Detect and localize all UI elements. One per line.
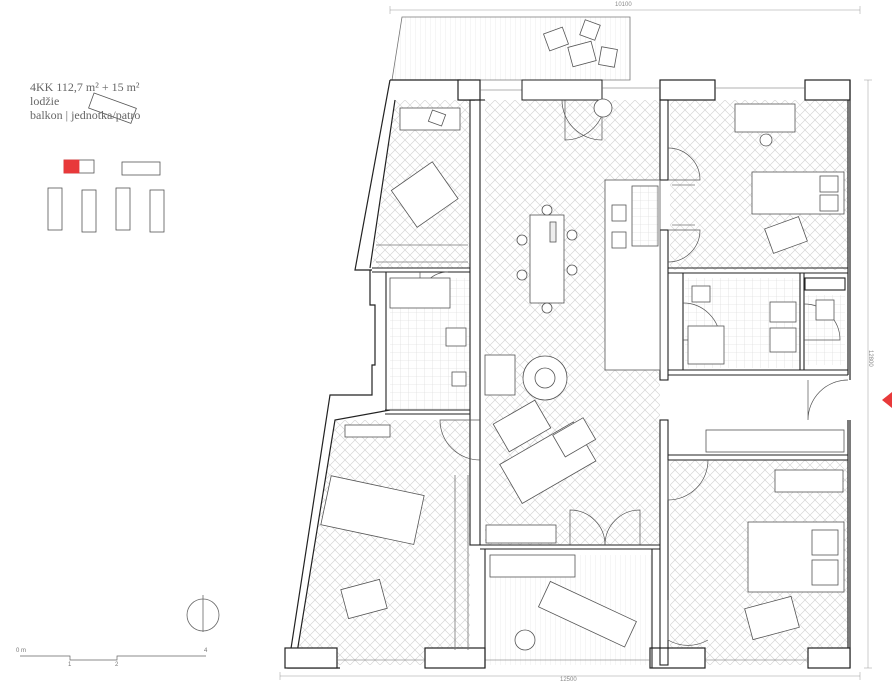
north-arrow-icon: [186, 595, 220, 632]
furniture: [320, 98, 845, 651]
dimension-top: 10100: [615, 2, 632, 8]
unit-title: 4KK 112,7 m² + 15 m²: [30, 80, 140, 94]
scale-label-4: 4: [204, 648, 208, 654]
dimension-lines: [279, 6, 872, 680]
building-key-plan: [47, 92, 165, 233]
scale-label-0: 0 m: [16, 648, 27, 654]
outer-walls: [284, 79, 851, 669]
scale-label-2: 2: [115, 662, 119, 668]
dimension-right: 12800: [867, 350, 873, 367]
scale-label-1: 1: [68, 662, 72, 668]
entrance-marker-icon: [882, 392, 892, 408]
balcony-top: [391, 16, 631, 81]
interior-walls: [372, 99, 848, 668]
scale-bar: [20, 655, 206, 661]
dimension-bottom: 12500: [560, 677, 577, 683]
unit-line-2: lodžie: [30, 94, 60, 108]
current-unit-marker: [63, 159, 80, 174]
unit-line-3: balkon | jednotka/patro: [30, 108, 141, 122]
unit-info: 4KK 112,7 m² + 15 m² lodžie balkon | jed…: [30, 80, 140, 122]
